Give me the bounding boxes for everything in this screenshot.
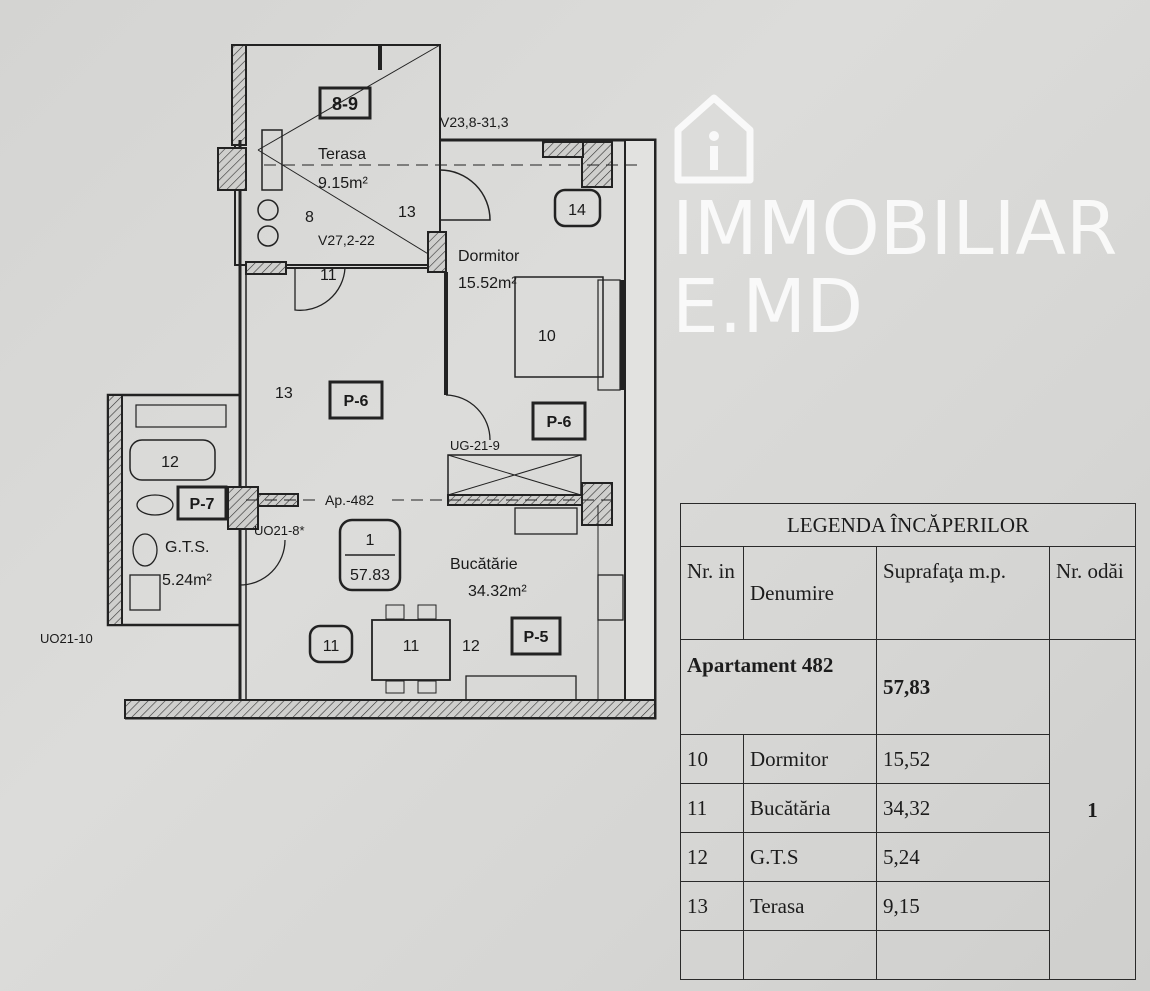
header-rooms: Nr. odăi	[1049, 546, 1136, 640]
door-uo8-label: UO21-8*	[254, 523, 305, 538]
header-nr: Nr. in	[680, 546, 744, 640]
kitchen-name: Bucătărie	[450, 556, 518, 573]
legend-row-empty	[680, 930, 1136, 980]
bedroom-area: 15.52m²	[458, 275, 517, 292]
room-legend-table: LEGENDA ÎNCĂPERILOR Nr. in Denumire Supr…	[680, 503, 1136, 980]
p7-code: P-7	[190, 496, 215, 513]
bedroom-name: Dormitor	[458, 248, 520, 265]
terrace-number: 13	[398, 204, 416, 221]
row-name: G.T.S	[743, 832, 877, 882]
terrace-area: 9.15m²	[318, 175, 368, 192]
label-8: 8	[305, 209, 314, 226]
table-number: 11	[403, 638, 420, 655]
label-11-kitchen: 11	[323, 638, 340, 655]
p6-right-code: P-6	[547, 414, 572, 431]
bathroom-name: G.T.S.	[165, 539, 209, 556]
p5-code: P-5	[524, 629, 549, 646]
watermark: IMMOBILIARE.MD	[672, 90, 1142, 346]
house-info-icon	[674, 94, 754, 184]
row-area: 9,15	[876, 881, 1050, 931]
row-name: Dormitor	[743, 734, 877, 784]
header-name: Denumire	[743, 546, 877, 640]
row-nr: 10	[680, 734, 744, 784]
row-nr: 11	[680, 783, 744, 833]
door-ug-label: UG-21-9	[450, 438, 500, 453]
row-area: 34,32	[876, 783, 1050, 833]
vent-mid-label: V27,2-22	[318, 232, 375, 248]
label-14: 14	[568, 202, 586, 219]
row-name: Bucătăria	[743, 783, 877, 833]
bathroom-area: 5.24m²	[162, 572, 212, 589]
legend-title: LEGENDA ÎNCĂPERILOR	[680, 503, 1136, 547]
terrace-code: 8-9	[332, 94, 358, 114]
row-name: Terasa	[743, 881, 877, 931]
apartment-rooms: 1	[1049, 639, 1136, 980]
header-area: Suprafaţa m.p.	[876, 546, 1050, 640]
vent-top-label: V23,8-31,3	[440, 114, 509, 130]
apartment-area: 57,83	[876, 639, 1050, 735]
kitchen-area: 34.32m²	[468, 583, 527, 600]
bath-number: 12	[161, 454, 179, 471]
door-uo10-label: UO21-10	[40, 631, 93, 646]
terrace-name: Terasa	[318, 146, 366, 163]
row-nr: 12	[680, 832, 744, 882]
watermark-text: IMMOBILIARE.MD	[672, 186, 1118, 350]
apartment-label: Apartament 482	[680, 639, 877, 735]
apt-room-count: 1	[366, 532, 375, 549]
bed-number: 10	[538, 328, 556, 345]
row-area: 15,52	[876, 734, 1050, 784]
row-nr: 13	[680, 881, 744, 931]
row-area: 5,24	[876, 832, 1050, 882]
apartment-line-label: Ap.-482	[325, 492, 374, 508]
label-13: 13	[275, 385, 293, 402]
label-11-terrace: 11	[320, 267, 337, 284]
label-12: 12	[462, 638, 480, 655]
p6-left-code: P-6	[344, 393, 369, 410]
apt-total-area: 57.83	[350, 567, 390, 584]
